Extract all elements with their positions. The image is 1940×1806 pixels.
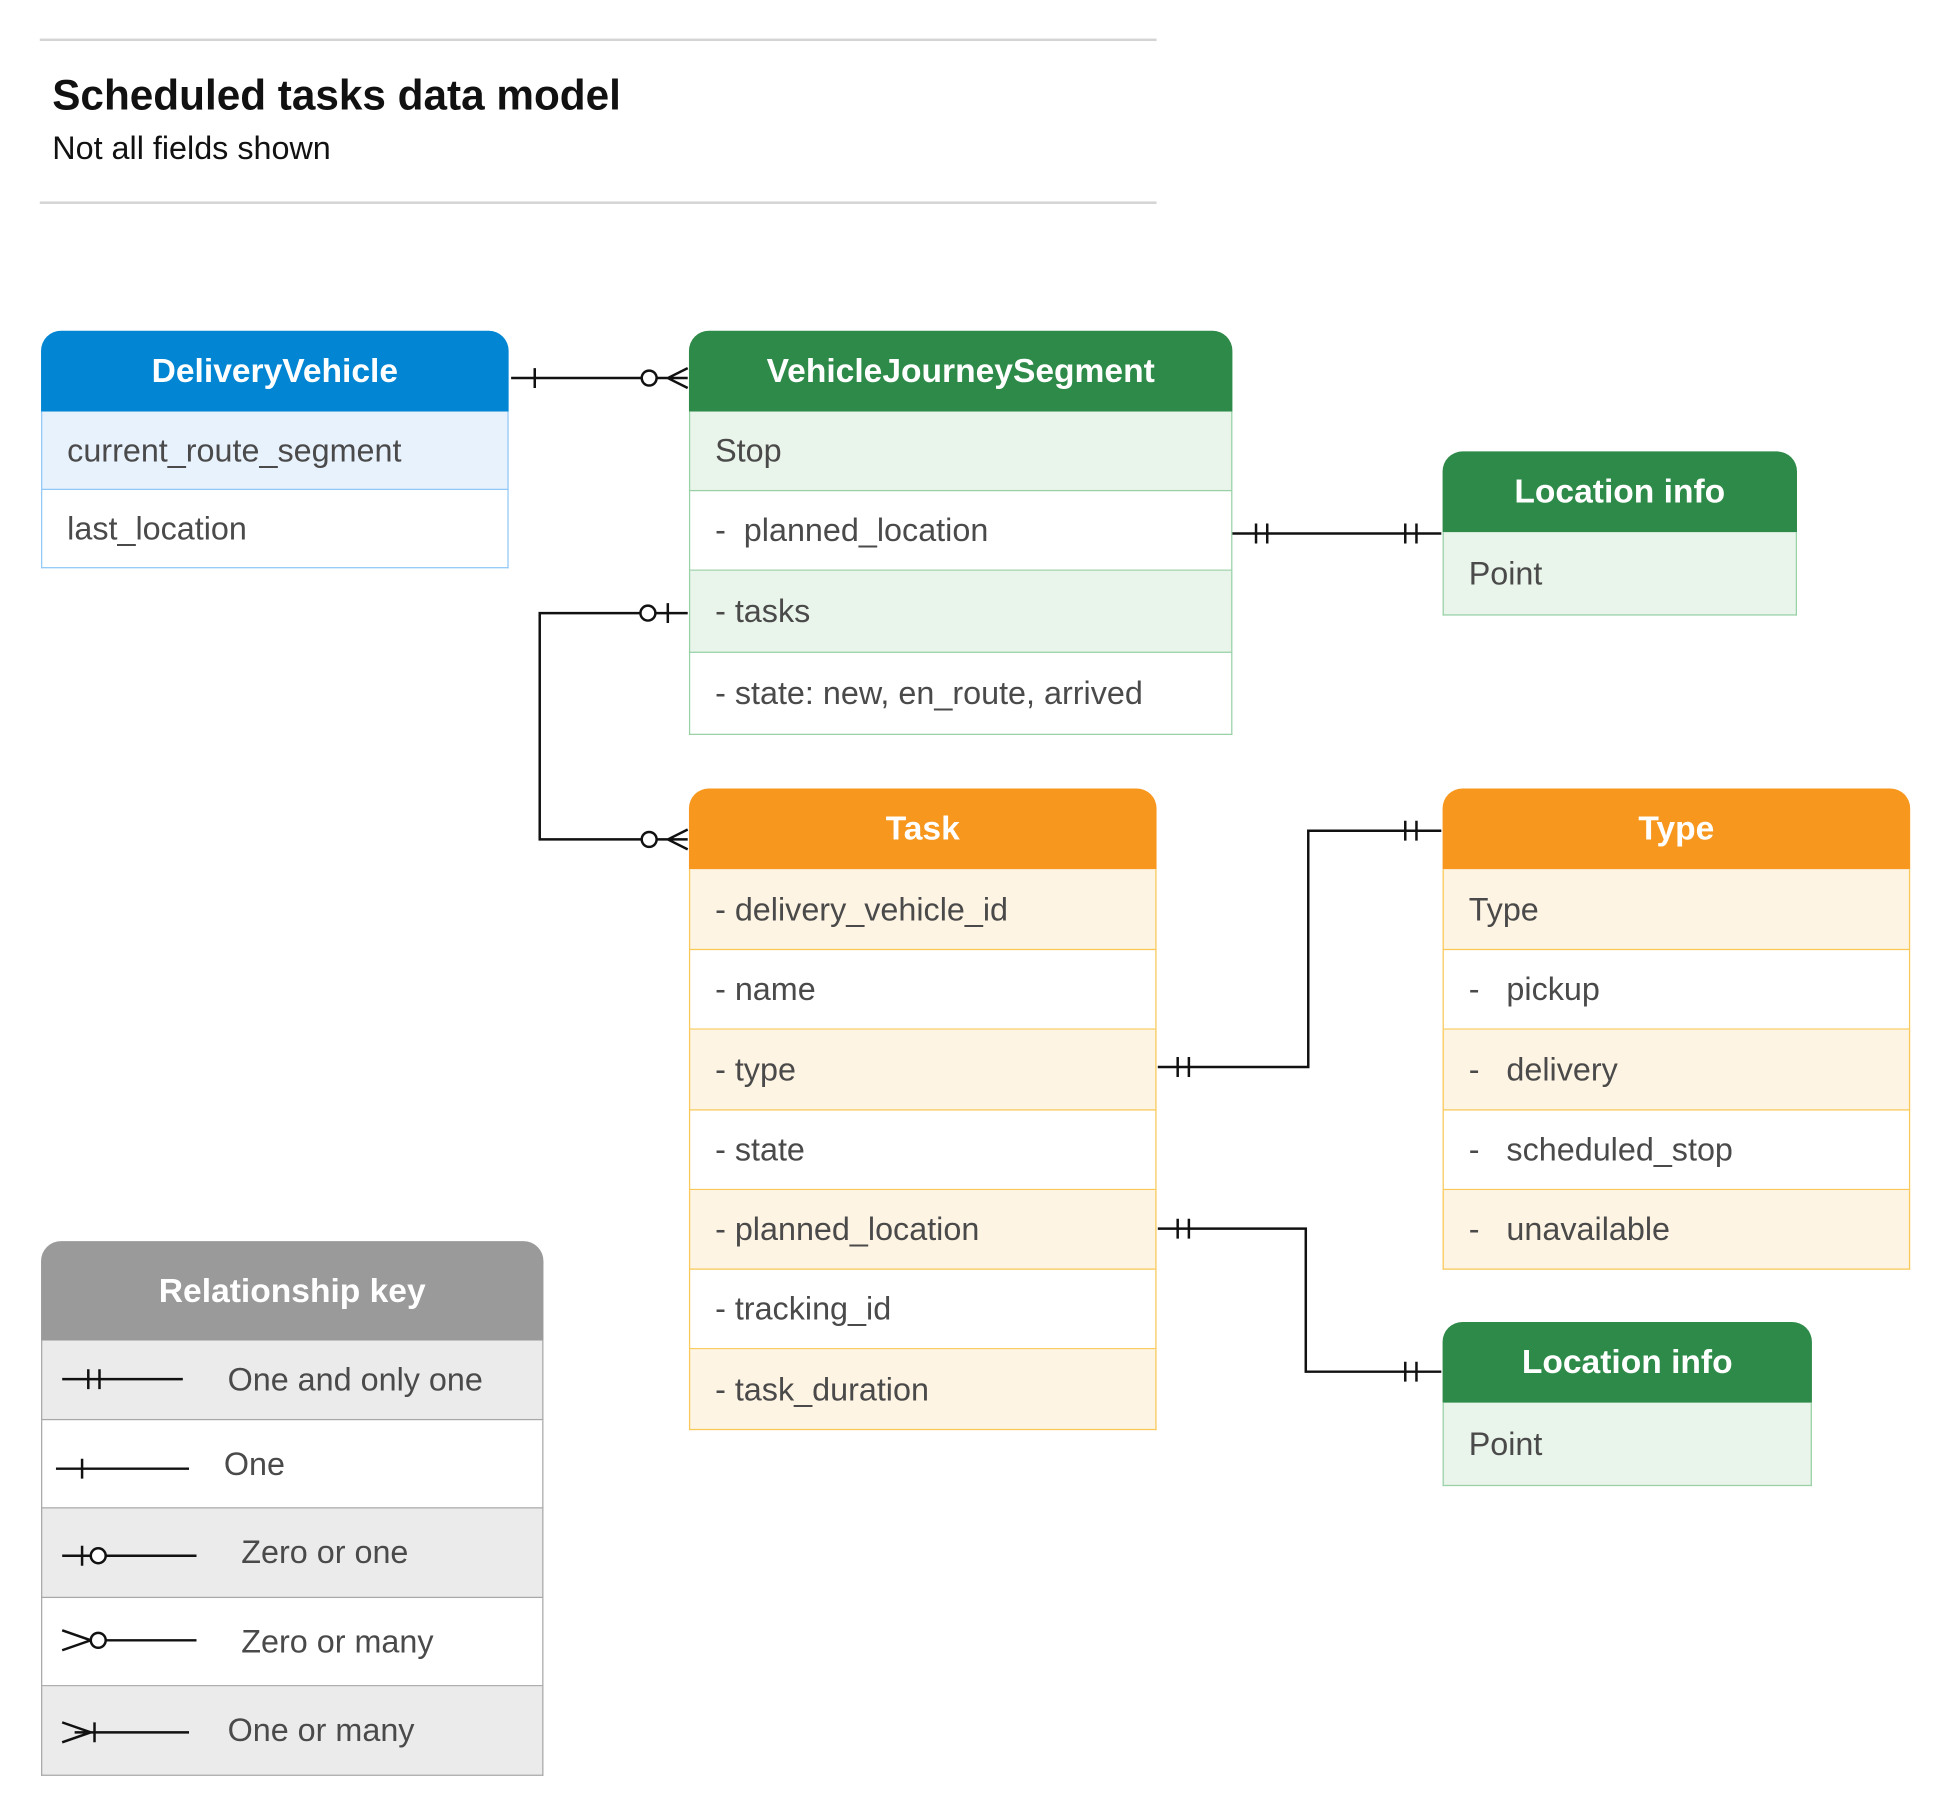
field: - pickup: [1442, 950, 1911, 1030]
entity-delivery-vehicle: DeliveryVehicle current_route_segment la…: [41, 330, 509, 569]
field: - type: [688, 1029, 1157, 1111]
entity-title: Task: [688, 788, 1157, 870]
field: - planned_location: [688, 1190, 1157, 1270]
connector-task-to-location: [1157, 1218, 1442, 1382]
one-icon: [55, 1458, 190, 1479]
connector-vehicle-to-segment: [511, 366, 689, 390]
entity-title: DeliveryVehicle: [41, 330, 509, 412]
field: - state: [688, 1110, 1157, 1191]
entity-type: Type Type - pickup - delivery - schedule…: [1442, 788, 1911, 1270]
field: - planned_location: [688, 491, 1233, 571]
top-divider: [39, 38, 1157, 42]
entity-task: Task - delivery_vehicle_id - name - type…: [688, 788, 1157, 1431]
field: Point: [1442, 532, 1798, 616]
legend-item: Zero or many: [41, 1598, 544, 1687]
field: current_route_segment: [41, 411, 509, 490]
connector-segment-to-location: [1232, 523, 1442, 544]
field: - delivery_vehicle_id: [688, 869, 1157, 951]
entity-title: VehicleJourneySegment: [688, 330, 1233, 412]
zero-or-one-icon: [62, 1545, 197, 1566]
field: Type: [1442, 869, 1911, 951]
legend-item: One: [41, 1420, 544, 1509]
field: - state: new, en_route, arrived: [688, 652, 1233, 735]
field: Stop: [688, 411, 1233, 492]
page-subtitle: Not all fields shown: [52, 129, 331, 167]
entity-location-info-2: Location info Point: [1442, 1321, 1812, 1487]
field: - delivery: [1442, 1029, 1911, 1111]
relationship-key: Relationship key One and only one One Ze…: [41, 1241, 544, 1776]
legend-title: Relationship key: [41, 1241, 544, 1341]
entity-vehicle-journey-segment: VehicleJourneySegment Stop - planned_loc…: [688, 330, 1233, 735]
field: - tracking_id: [688, 1269, 1157, 1350]
connector-task-to-type: [1157, 820, 1442, 1077]
field: - tasks: [688, 570, 1233, 653]
field: - task_duration: [688, 1349, 1157, 1431]
legend-item: Zero or one: [41, 1508, 544, 1599]
one-and-only-one-icon: [62, 1369, 183, 1390]
field: last_location: [41, 489, 509, 569]
page-title: Scheduled tasks data model: [52, 72, 621, 120]
field: Point: [1442, 1402, 1812, 1487]
field: - name: [688, 950, 1157, 1030]
entity-title: Location info: [1442, 1321, 1812, 1403]
zero-or-many-icon: [61, 1629, 197, 1652]
field: - unavailable: [1442, 1190, 1911, 1270]
entity-location-info: Location info Point: [1442, 451, 1798, 616]
field: - scheduled_stop: [1442, 1110, 1911, 1191]
entity-title: Location info: [1442, 451, 1798, 533]
connector-tasks-to-task: [538, 603, 689, 851]
entity-title: Type: [1442, 788, 1911, 870]
one-or-many-icon: [61, 1721, 190, 1744]
bottom-divider: [39, 201, 1157, 204]
